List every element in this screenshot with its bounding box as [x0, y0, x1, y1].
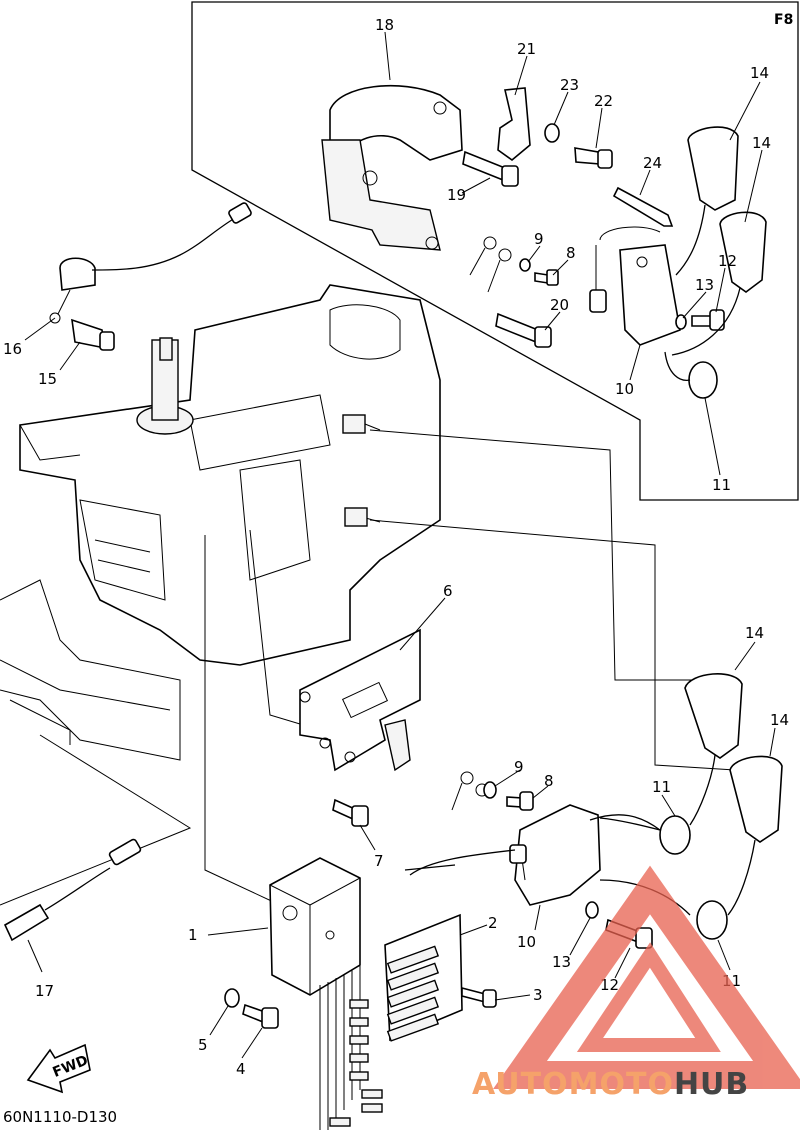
callout-14-b: 14: [752, 134, 771, 152]
watermark-hub: HUB: [674, 1067, 749, 1102]
callout-24: 24: [643, 154, 662, 172]
screw-8-lower: [506, 791, 534, 811]
callouts: 18 21 23 22 24 14 14 19 9 8 20 12 13 10 …: [3, 16, 789, 1078]
callout-14-c: 14: [745, 624, 764, 642]
callout-17: 17: [35, 982, 54, 1000]
callout-11-a: 11: [712, 476, 731, 494]
switch-15: [71, 318, 115, 351]
fwd-arrow: FWD: [26, 1043, 91, 1094]
plug-cap-14-lower-a: [684, 673, 743, 826]
watermark-auto: AUTO: [472, 1067, 569, 1102]
callout-1: 1: [188, 926, 198, 944]
washer-13-lower: [585, 901, 599, 919]
bracket-18: [321, 84, 463, 251]
callout-7: 7: [374, 852, 384, 870]
grommet-11-inset: [664, 351, 718, 399]
screw-7: [332, 798, 369, 827]
bolt-12-inset: [691, 309, 725, 331]
drawing-code: 60N1110-D130: [3, 1108, 117, 1126]
callout-23: 23: [560, 76, 579, 94]
plug-cap-14-inset-b: [671, 211, 767, 356]
ignition-coil-10-lower: [404, 804, 691, 916]
watermark-logo: [493, 865, 800, 1089]
callout-15: 15: [38, 370, 57, 388]
callout-4: 4: [236, 1060, 246, 1078]
connector-17: [3, 838, 142, 942]
callout-16: 16: [3, 340, 22, 358]
callout-22: 22: [594, 92, 613, 110]
callout-12-a: 12: [718, 252, 737, 270]
callout-8-a: 8: [566, 244, 576, 262]
bolt-20: [495, 312, 552, 348]
callout-8-b: 8: [544, 772, 554, 790]
cdi-unit-1: [269, 857, 383, 1130]
screw-8-inset: [534, 269, 559, 286]
rectifier-2: [384, 913, 463, 1042]
clip-21: [497, 87, 531, 162]
callout-11-b: 11: [652, 778, 671, 796]
callout-9-b: 9: [514, 758, 524, 776]
watermark-moto: MOTO: [569, 1067, 674, 1102]
callout-10-a: 10: [615, 380, 634, 398]
callout-13-a: 13: [695, 276, 714, 294]
wire-path-2: [369, 519, 736, 771]
callout-21: 21: [517, 40, 536, 58]
bolt-4: [242, 1003, 279, 1029]
callout-14-a: 14: [750, 64, 769, 82]
screw-3: [461, 986, 497, 1008]
bracket-6: [299, 628, 421, 772]
ignition-coil-10-inset: [589, 226, 681, 346]
callout-18: 18: [375, 16, 394, 34]
washer-13-inset: [675, 314, 687, 330]
inset-frame: [191, 1, 799, 501]
callout-5: 5: [198, 1036, 208, 1054]
wire-path-5: [0, 734, 192, 906]
bolt-19: [462, 150, 519, 187]
callout-12-b: 12: [600, 976, 619, 994]
callout-2: 2: [488, 914, 498, 932]
washer-9-inset: [519, 258, 531, 272]
plug-cap-14-inset-a: [675, 126, 739, 276]
grommet-11-lower-b: [696, 900, 728, 940]
callout-3: 3: [533, 986, 543, 1004]
grommet-11-lower-a: [599, 815, 691, 855]
svg-text:AUTOMOTOHUB: AUTOMOTOHUB: [472, 1067, 749, 1102]
cable-tie-24: [612, 186, 674, 227]
wire-path-3: [204, 535, 281, 906]
ground-terminals-lower: [451, 771, 489, 811]
callout-13-b: 13: [552, 953, 571, 971]
callout-6: 6: [443, 582, 453, 600]
callout-14-d: 14: [770, 711, 789, 729]
washer-5: [224, 988, 240, 1008]
callout-19: 19: [447, 186, 466, 204]
callout-20: 20: [550, 296, 569, 314]
ground-terminals-inset: [469, 236, 512, 293]
leader-lines: [24, 31, 776, 1059]
engine-block: [0, 284, 441, 761]
sensor-16: [49, 202, 252, 324]
plug-cap-14-lower-b: [727, 755, 783, 916]
washer-23: [544, 123, 560, 143]
bolt-22: [574, 147, 613, 169]
section-code: F8: [774, 12, 793, 28]
callout-10-b: 10: [517, 933, 536, 951]
watermark-text: AUTOMOTOHUB: [472, 1067, 749, 1102]
callout-9-a: 9: [534, 230, 544, 248]
watermark-triangle: [493, 865, 800, 1089]
washer-9-lower: [483, 781, 497, 799]
